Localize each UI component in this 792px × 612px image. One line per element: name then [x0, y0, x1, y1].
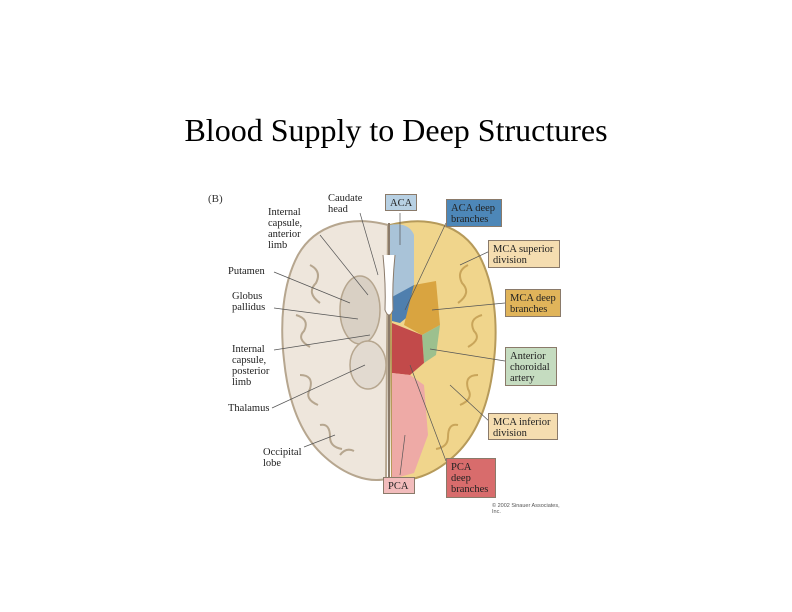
box-mca-inferior-division: MCA inferior division — [488, 413, 558, 440]
box-mca-deep-branches: MCA deep branches — [505, 289, 561, 317]
box-pca: PCA — [383, 477, 415, 494]
label-globus-pallidus: Globus pallidus — [232, 291, 266, 313]
left-gyri-folds — [295, 264, 355, 456]
label-occipital-lobe: Occipital lobe — [263, 447, 302, 469]
mca-deep-territory — [404, 281, 440, 335]
left-leader-lines — [271, 212, 379, 448]
label-internal-capsule-anterior: Internal capsule, anterior limb — [268, 207, 303, 251]
pca-deep-territory — [392, 323, 424, 375]
box-aca-deep-branches: ACA deep branches — [446, 199, 502, 227]
right-gyri-folds — [435, 264, 483, 450]
label-caudate-head: Caudate head — [328, 193, 363, 215]
box-mca-superior-division: MCA superior division — [488, 240, 560, 268]
box-aca: ACA — [385, 194, 417, 211]
right-leader-lines — [399, 213, 506, 476]
label-putamen: Putamen — [228, 266, 265, 277]
panel-letter: (B) — [208, 193, 223, 205]
left-basal-ganglia — [339, 275, 381, 345]
label-thalamus: Thalamus — [228, 403, 270, 414]
left-thalamus — [349, 340, 387, 390]
aca-territory — [390, 224, 414, 305]
brain-diagram-figure: (B) Caudate head Internal capsule, anter… — [200, 185, 570, 515]
lateral-ventricle — [382, 254, 396, 316]
anterior-choroidal-territory — [422, 325, 440, 363]
box-pca-deep-branches: PCA deep branches — [446, 458, 496, 498]
slide-title: Blood Supply to Deep Structures — [184, 112, 608, 148]
label-internal-capsule-posterior: Internal capsule, posterior limb — [232, 344, 270, 388]
copyright-notice: © 2002 Sinauer Associates, Inc. — [492, 503, 560, 515]
brain-section-illustration — [271, 212, 506, 481]
box-anterior-choroidal-artery: Anterior choroidal artery — [505, 347, 557, 386]
pca-territory — [392, 373, 428, 479]
